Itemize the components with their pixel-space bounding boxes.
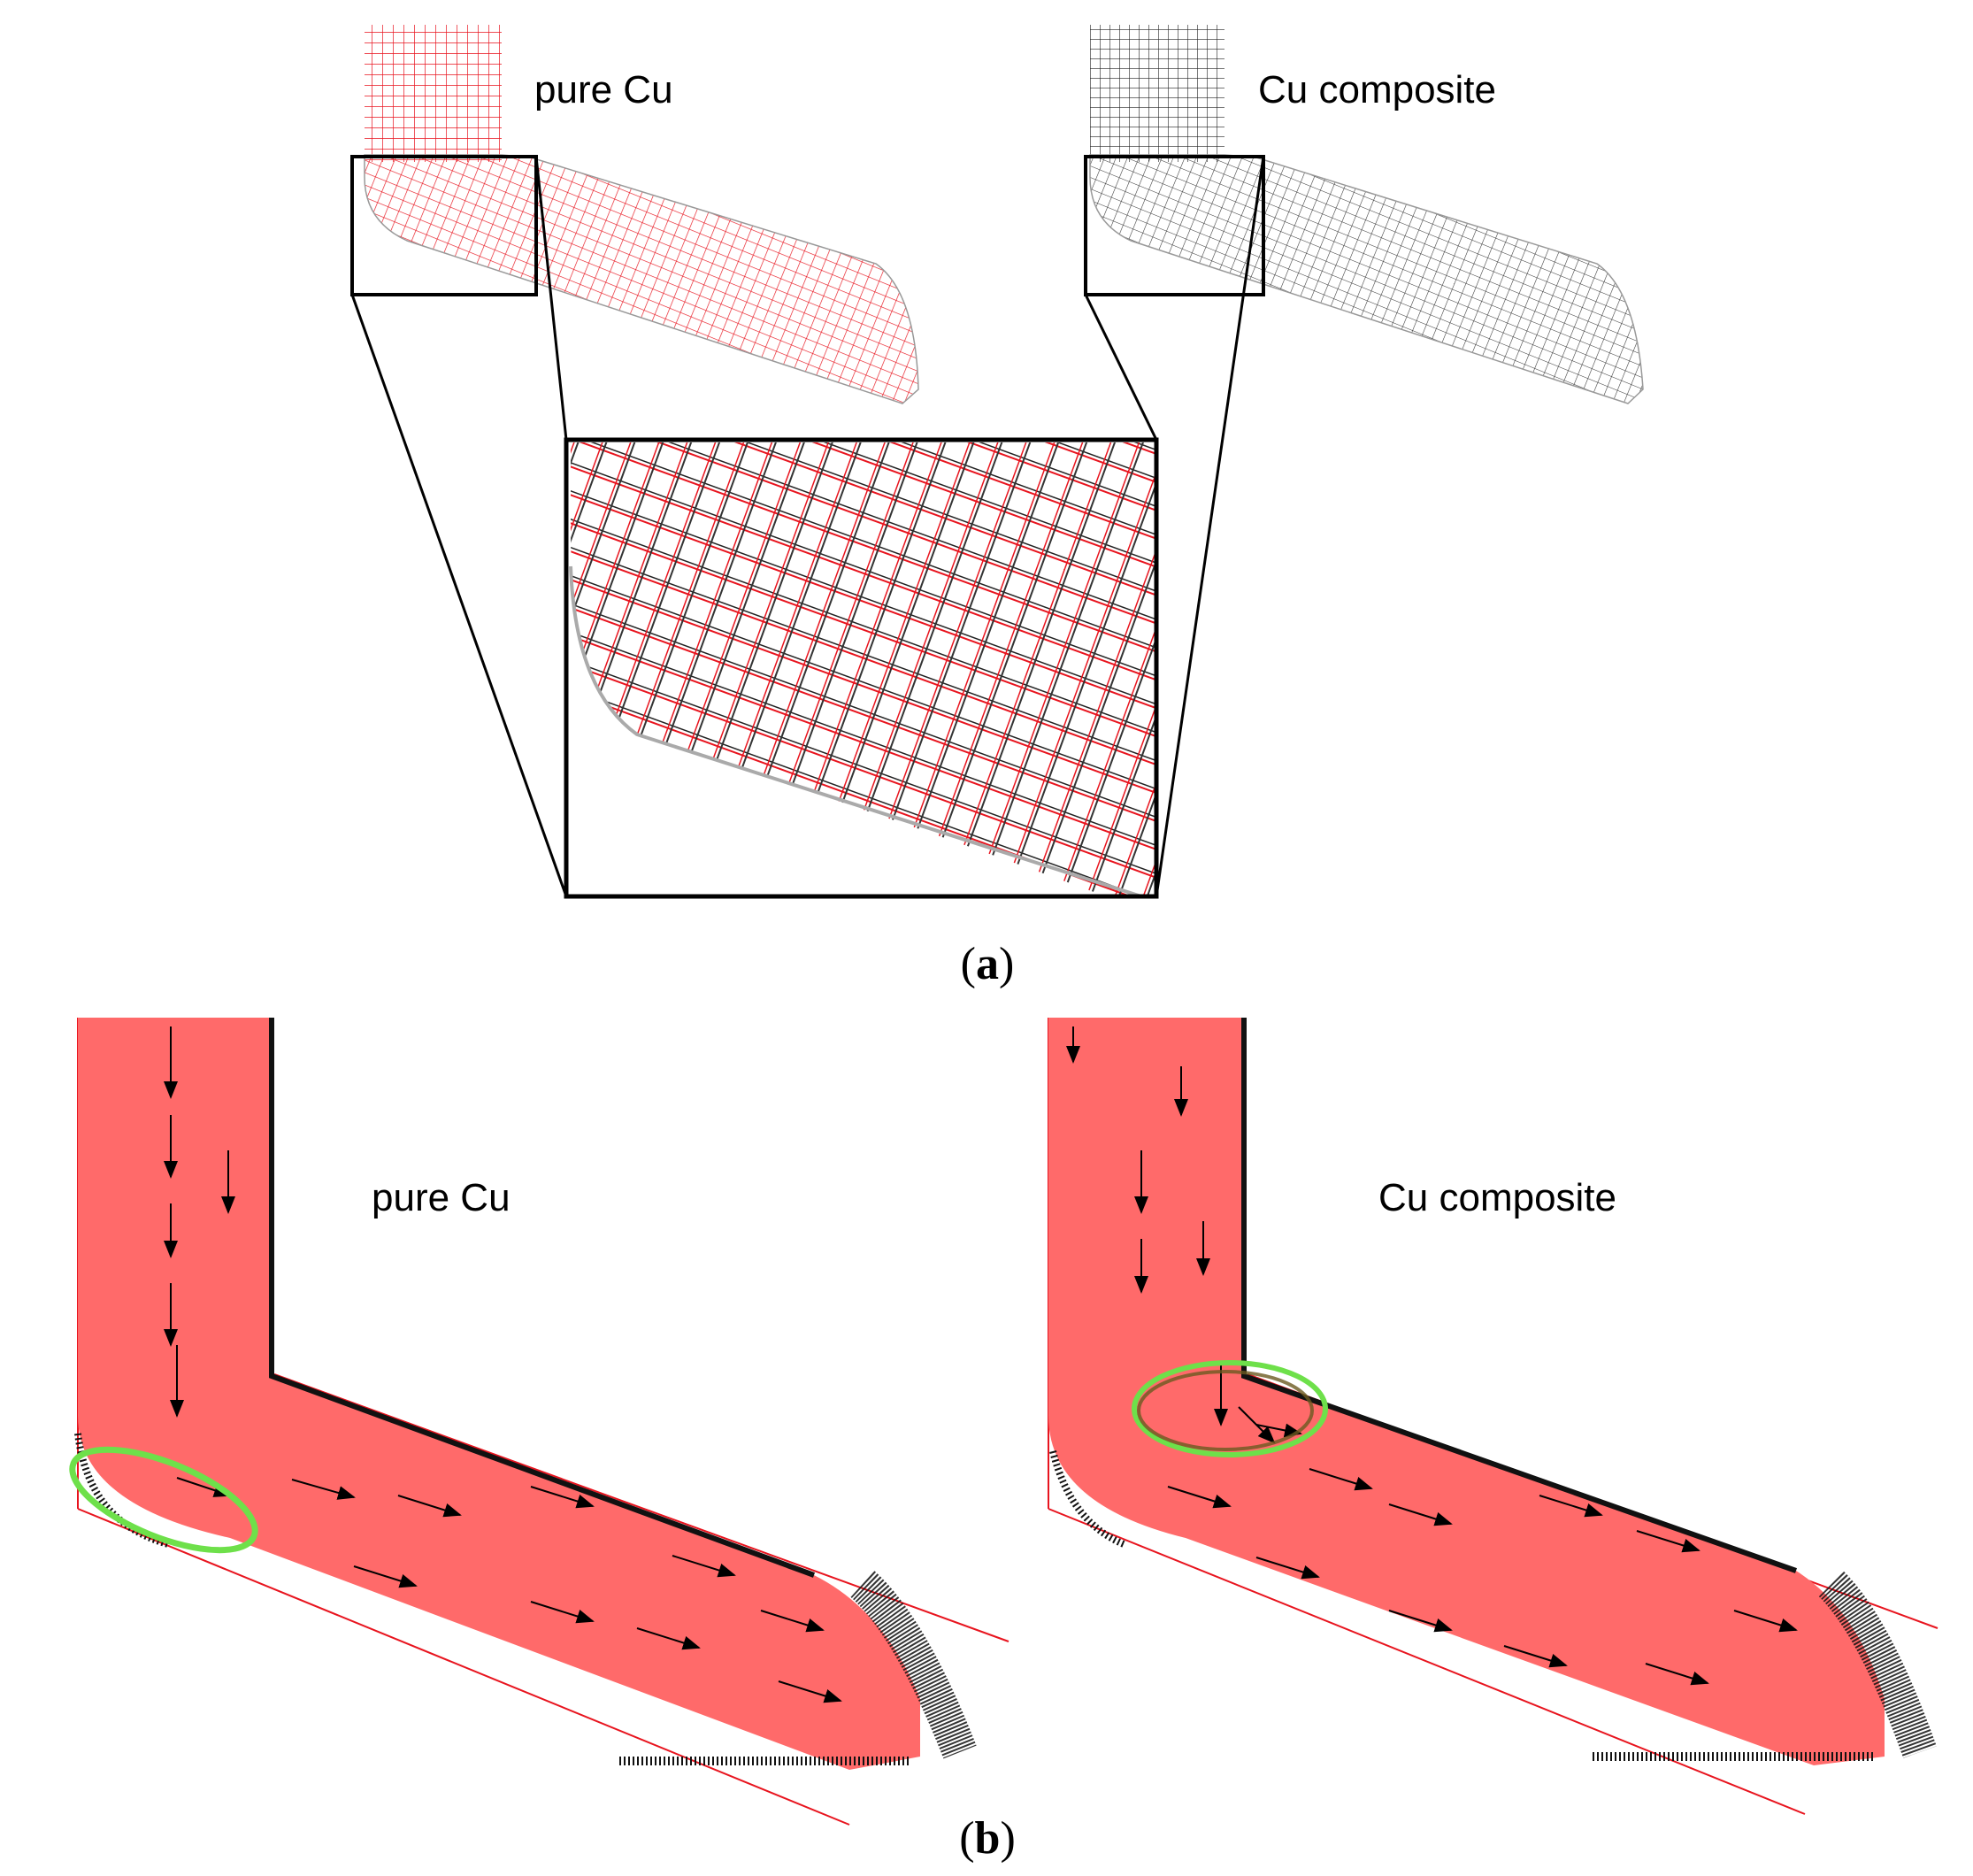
label-cu-composite-b: Cu composite <box>1378 1176 1616 1219</box>
selection-box-left <box>350 155 538 296</box>
pure-cu-mesh <box>364 25 919 404</box>
zoom-inset <box>564 437 1159 899</box>
zoom-connector-lines <box>350 156 1265 897</box>
pure-cu-material <box>78 1018 920 1770</box>
cu-composite-mesh <box>1089 25 1644 404</box>
highlight-ellipse-left <box>69 1446 258 1554</box>
caption-a: (a) <box>961 939 1015 989</box>
caption-b: (b) <box>959 1813 1016 1864</box>
label-pure-cu-a: pure Cu <box>534 68 673 111</box>
cu-composite-material <box>1048 1018 1885 1765</box>
panel-a: pure Cu Cu composite (a) <box>350 25 1644 989</box>
selection-box-right <box>1084 155 1265 296</box>
panel-b: pure Cu <box>69 1018 1938 1864</box>
cu-composite-flow <box>1048 1018 1938 1815</box>
velocity-arrows-left <box>164 1026 842 1703</box>
pure-cu-flow <box>69 1018 1010 1826</box>
label-pure-cu-b: pure Cu <box>372 1176 511 1219</box>
highlight-ellipse-right <box>1132 1360 1328 1457</box>
label-cu-composite-a: Cu composite <box>1258 68 1496 111</box>
